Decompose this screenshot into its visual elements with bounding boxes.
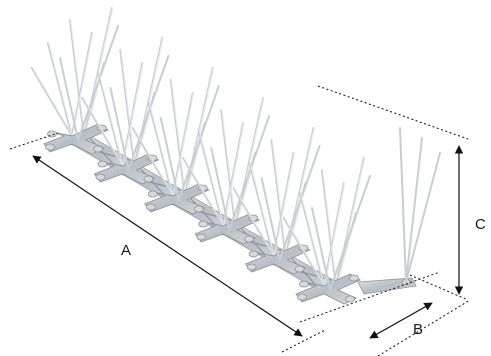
spike-rod [220,108,237,228]
spike-rod [121,61,144,168]
dimension-label-a: A [121,242,131,259]
mounting-boss [244,235,255,243]
extension-lines [9,85,471,356]
spike-rod [311,207,331,291]
spike-rod [97,71,124,168]
spike-rod-highlight [122,62,144,166]
spike-unit [282,156,371,305]
spike-rod [119,48,136,168]
spike-rod [68,18,86,138]
mounting-boss [95,173,106,181]
mounting-boss [294,265,305,273]
dimension-arrows [32,145,464,339]
spike-rod-highlight [70,18,85,136]
spike-rod [46,41,74,138]
spike-rod-highlight [48,42,73,136]
spike-rod [399,127,407,283]
spike-rod [329,175,371,291]
mounting-boss [248,250,259,258]
extension-line-a-end [281,329,326,353]
bird-spike-strip-illustration [30,6,441,305]
mounting-boss [145,203,156,211]
spike-rod [334,156,366,288]
spike-rod [405,137,423,283]
spike-rod-highlight [32,67,73,136]
spike-rod [81,96,124,168]
spike-rod [77,25,119,141]
mounting-boss [198,220,209,228]
extension-line-a-start [9,132,59,150]
mounting-boss [147,190,158,198]
spike-unit [30,6,119,155]
spike-rod-highlight [322,168,338,286]
extension-line-c-top [317,85,469,140]
spike-rod [127,55,170,171]
spike-rod [70,31,94,138]
mounting-boss [143,175,154,183]
spike-rod-highlight [300,191,326,286]
spike-rod [298,191,326,288]
spike-rod [169,78,186,198]
mounting-boss [297,293,307,301]
mounting-boss [246,263,257,271]
mounting-boss [349,274,359,282]
spike-rod-highlight [324,181,346,286]
spike-rod-highlight [82,97,124,166]
spike-rod [270,138,287,258]
extension-line-c-bottom [409,274,469,301]
mounting-boss [196,233,207,241]
spike-rod [405,152,441,283]
end-cap-plate [357,277,417,295]
mounting-boss [299,280,309,288]
mounting-boss [45,143,55,151]
mounting-boss [93,145,103,153]
mounting-boss [97,160,108,168]
spike-rod-highlight [120,49,136,166]
spike-rod-highlight [98,72,124,166]
mounting-boss [345,295,355,303]
spike-rod [320,168,338,288]
dimension-arrow-b [369,302,433,339]
extension-line-b-far [377,299,471,356]
spike-rod [59,57,79,141]
dimension-label-b: B [413,321,423,338]
dimension-label-c: C [475,216,486,233]
spike-rod-highlight [72,32,93,136]
mounting-boss [193,205,204,213]
spike-rod [30,66,74,138]
spike-rod [322,181,346,288]
dimension-arrow-a [32,155,303,337]
